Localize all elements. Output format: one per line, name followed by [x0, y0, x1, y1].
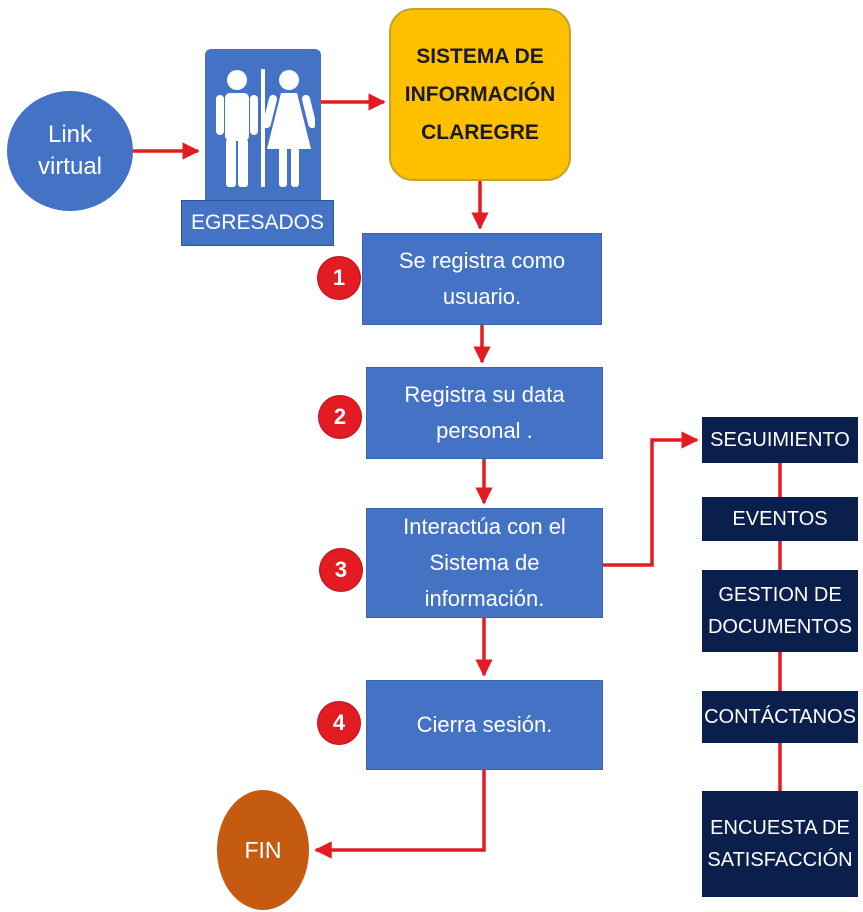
step-3-badge: 3 [320, 549, 362, 591]
step-4-box: Cierra sesión. [366, 680, 603, 770]
menu-item-eventos: EVENTOS [702, 497, 858, 541]
arrow-step3-to-menu [603, 431, 699, 567]
start-node-link-virtual: Link virtual [7, 91, 133, 211]
system-node-claregre: SISTEMA DE INFORMACIÓN CLAREGRE [389, 8, 571, 181]
egresados-label: EGRESADOS [181, 200, 334, 246]
restroom-people-icon [205, 49, 321, 207]
arrow-step4-to-fin [314, 770, 486, 859]
step-1-box: Se registra como usuario. [362, 233, 602, 325]
people-pictogram [216, 69, 315, 187]
menu-item-encuesta-satisfaccion: ENCUESTA DE SATISFACCIÓN [702, 791, 858, 897]
end-node-fin: FIN [217, 790, 309, 910]
step-2-box: Registra su data personal . [366, 367, 603, 459]
step-2-badge: 2 [319, 396, 361, 438]
step-3-box: Interactúa con el Sistema de información… [366, 508, 603, 618]
step-1-badge: 1 [318, 257, 360, 299]
step-4-badge: 4 [318, 702, 360, 744]
menu-item-seguimiento: SEGUIMIENTO [702, 417, 858, 463]
menu-item-gestion-documentos: GESTION DE DOCUMENTOS [702, 570, 858, 652]
menu-item-contactanos: CONTÁCTANOS [702, 691, 858, 743]
